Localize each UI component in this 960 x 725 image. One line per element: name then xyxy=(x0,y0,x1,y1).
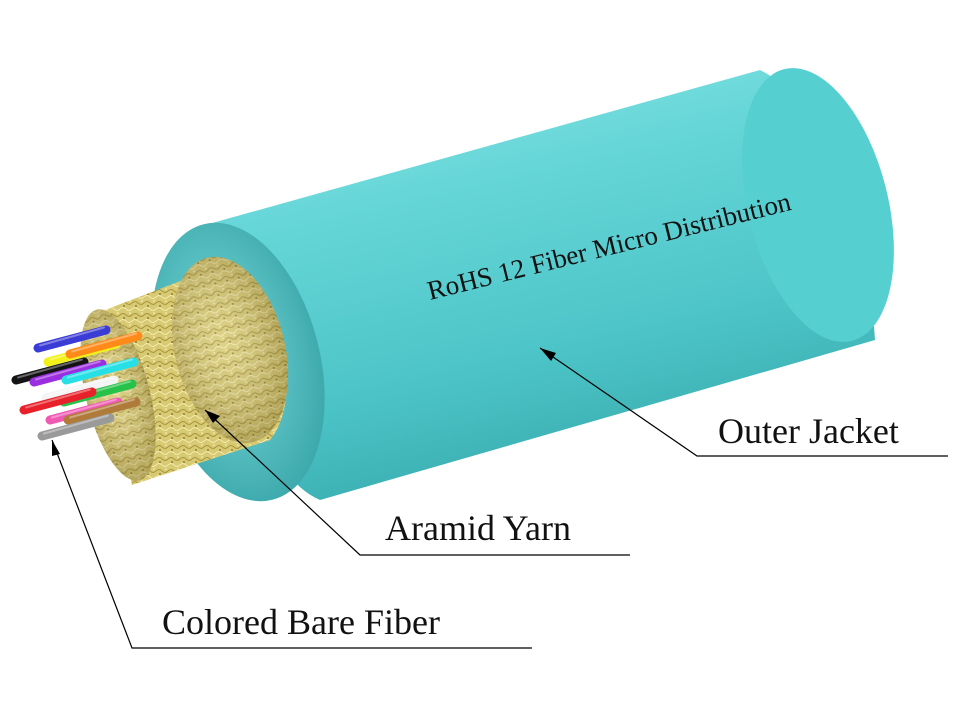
black-fiber-highlight xyxy=(17,358,83,379)
cyan-fiber xyxy=(61,357,139,385)
blue-fiber-highlight xyxy=(39,326,105,347)
colored-bare-fiber-label: Colored Bare Fiber xyxy=(162,602,440,642)
orange-fiber xyxy=(65,331,143,359)
white-fiber xyxy=(41,375,119,403)
outer-jacket-leader xyxy=(539,347,948,457)
outer-jacket-label: Outer Jacket xyxy=(718,411,899,451)
violet-fiber xyxy=(29,359,107,387)
leader-lines xyxy=(51,347,948,649)
aramid-yarn-label: Aramid Yarn xyxy=(385,508,571,548)
blue-fiber xyxy=(33,325,111,353)
orange-fiber-highlight xyxy=(71,332,137,353)
aramid-yarn-arrow xyxy=(205,410,220,423)
pink-fiber xyxy=(45,397,123,425)
gray-fiber xyxy=(37,413,115,441)
pink-fiber-highlight xyxy=(51,398,117,419)
aramid-yarn-leader xyxy=(204,409,630,556)
brown-fiber xyxy=(63,397,141,425)
colored-bare-fiber-leader xyxy=(51,439,532,649)
outer-jacket-arrow xyxy=(540,348,556,361)
red-fiber-highlight xyxy=(25,388,91,409)
gray-fiber-highlight xyxy=(43,414,109,435)
cyan-fiber-highlight xyxy=(67,358,133,379)
white-fiber-highlight xyxy=(47,376,113,397)
red-fiber xyxy=(19,387,97,415)
colored-bare-fibers xyxy=(11,325,143,441)
brown-fiber-highlight xyxy=(69,398,135,419)
colored-bare-fiber-arrow xyxy=(52,440,60,456)
black-fiber xyxy=(11,357,89,385)
violet-fiber-highlight xyxy=(35,360,101,381)
